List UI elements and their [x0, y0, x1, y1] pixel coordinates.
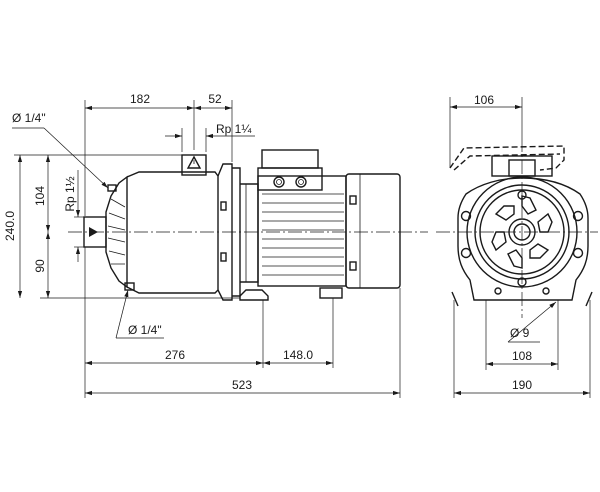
bolt-hole-bottom [517, 277, 527, 287]
terminal-box-alt-position [449, 145, 565, 171]
impeller-icon [491, 195, 553, 269]
dim-240-label: 240.0 [3, 211, 17, 241]
front-foot [239, 289, 269, 301]
side-view: 182 52 Rp 1¼ Ø 1/4" 240.0 104 90 Rp 1½ Ø… [3, 92, 428, 398]
dim-90-label: 90 [33, 259, 47, 273]
dim-148-label: 148.0 [283, 348, 313, 362]
lower-drain-plug [124, 282, 135, 291]
end-view: 106 Ø 9 108 190 [436, 93, 598, 398]
drain-bottom-label: Ø 1/4" [128, 323, 162, 337]
terminal-cover [508, 159, 536, 177]
bolt-hole-left [460, 210, 472, 222]
bolt-hole-label: Ø 9 [510, 326, 530, 340]
bolt-hole-right [572, 210, 584, 222]
bolt-hole-left-lower [460, 247, 472, 259]
dim-52-label: 52 [208, 92, 222, 106]
dim-276-label: 276 [165, 348, 185, 362]
casing-outline [457, 177, 589, 301]
inlet-eye [508, 218, 536, 246]
dim-182-label: 182 [130, 92, 150, 106]
warning-triangle-icon [186, 155, 202, 169]
outer-ring [466, 176, 578, 288]
flow-arrow-icon [89, 227, 98, 237]
pump-end-cap [105, 175, 135, 291]
drain-top-label: Ø 1/4" [12, 111, 46, 125]
terminal-box-lid [261, 149, 319, 169]
cable-gland-1 [273, 176, 285, 188]
rear-foot [319, 287, 343, 299]
cable-gland-2 [295, 176, 307, 188]
fan-cover [345, 173, 401, 289]
bolt-hole-top [517, 190, 527, 200]
bolt-hole-right-lower [572, 247, 584, 259]
dim-104-label: 104 [33, 186, 47, 206]
outlet-thread-label: Rp 1¼ [216, 122, 252, 136]
terminal-box [257, 167, 323, 191]
dim-106-label: 106 [474, 93, 494, 107]
inlet-thread-label: Rp 1½ [63, 176, 77, 211]
motor [257, 149, 401, 299]
inner-ring [474, 184, 570, 280]
discharge-nozzle [181, 154, 207, 176]
pump-casing [126, 154, 219, 294]
dim-190-label: 190 [512, 378, 532, 392]
dim-523-label: 523 [232, 378, 252, 392]
dim-108-label: 108 [512, 349, 532, 363]
